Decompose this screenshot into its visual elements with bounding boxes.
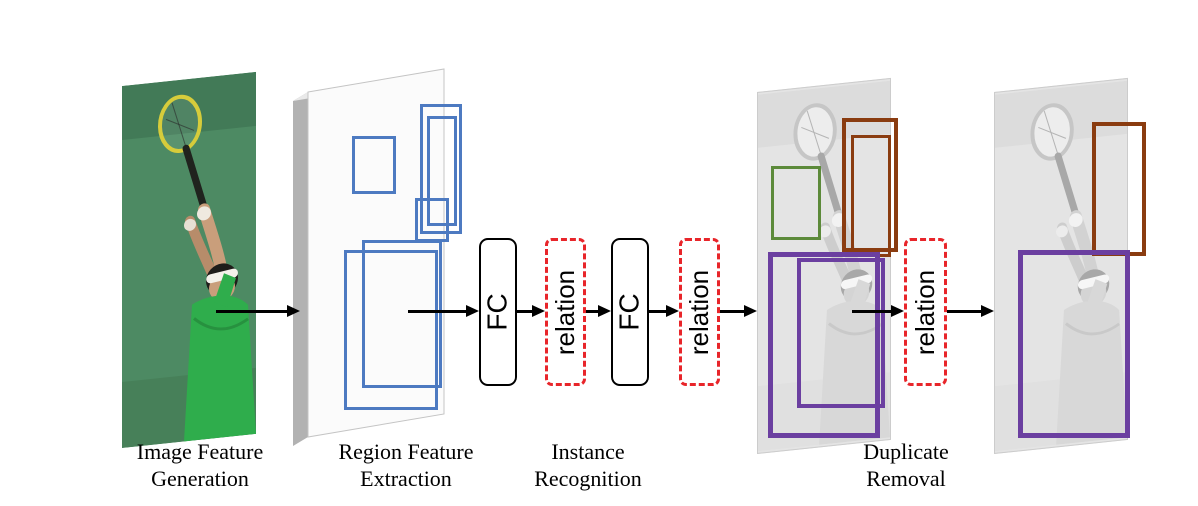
detection-box-brown-inner <box>851 135 891 257</box>
stage-label-line: Instance <box>551 439 625 464</box>
stage-label-line: Removal <box>866 466 946 491</box>
flow-arrow <box>947 305 994 318</box>
arrowhead-icon <box>666 305 679 317</box>
flow-arrow <box>586 305 611 318</box>
region-proposal-box <box>344 250 438 410</box>
region-proposal-box <box>427 116 457 226</box>
arrowhead-icon <box>981 305 994 317</box>
stage-label-line: Extraction <box>360 466 452 491</box>
relation-block-3: relation <box>904 238 947 386</box>
flow-arrow <box>720 305 757 318</box>
relation-label: relation <box>910 269 940 355</box>
stage-label-duplicate-removal: Duplicate Removal <box>816 438 996 492</box>
arrowhead-icon <box>598 305 611 317</box>
fc-block-1: FC <box>479 238 517 386</box>
tennis-player-photo <box>122 72 256 448</box>
final-box-purple <box>1018 250 1130 438</box>
fc-block-2: FC <box>611 238 649 386</box>
flow-arrow <box>852 305 904 318</box>
relation-label: relation <box>684 269 714 355</box>
arrowhead-icon <box>744 305 757 317</box>
detection-box-green <box>771 166 821 240</box>
stage-label-line: Image Feature <box>136 439 264 464</box>
stage-label-region-feature-extraction: Region Feature Extraction <box>316 438 496 492</box>
flow-arrow <box>517 305 545 318</box>
stage-label-line: Region Feature <box>338 439 474 464</box>
stage-label-line: Recognition <box>534 466 642 491</box>
region-proposal-box <box>352 136 396 194</box>
stage-label-instance-recognition: Instance Recognition <box>498 438 678 492</box>
detection-box-purple-outer <box>768 252 880 438</box>
region-proposal-box <box>415 198 449 242</box>
flow-arrow <box>216 305 300 318</box>
relation-block-1: relation <box>545 238 586 386</box>
detection-box-brown-outer <box>842 118 898 252</box>
relation-block-2: relation <box>679 238 720 386</box>
fc-label: FC <box>614 293 646 331</box>
stage-label-image-feature-generation: Image Feature Generation <box>110 438 290 492</box>
feature-map-slab <box>293 68 445 446</box>
relation-label: relation <box>550 269 580 355</box>
arrowhead-icon <box>891 305 904 317</box>
arrowhead-icon <box>532 305 545 317</box>
fc-label: FC <box>482 293 514 331</box>
region-proposal-box <box>362 240 442 388</box>
flow-arrow <box>408 305 479 318</box>
flow-arrow <box>649 305 679 318</box>
input-image <box>122 72 256 448</box>
final-box-brown <box>1092 122 1146 256</box>
region-proposal-box <box>420 104 462 234</box>
stage-label-line: Duplicate <box>863 439 949 464</box>
arrowhead-icon <box>287 305 300 317</box>
stage-label-line: Generation <box>151 466 249 491</box>
detection-box-purple-inner <box>797 258 885 408</box>
arrowhead-icon <box>466 305 479 317</box>
